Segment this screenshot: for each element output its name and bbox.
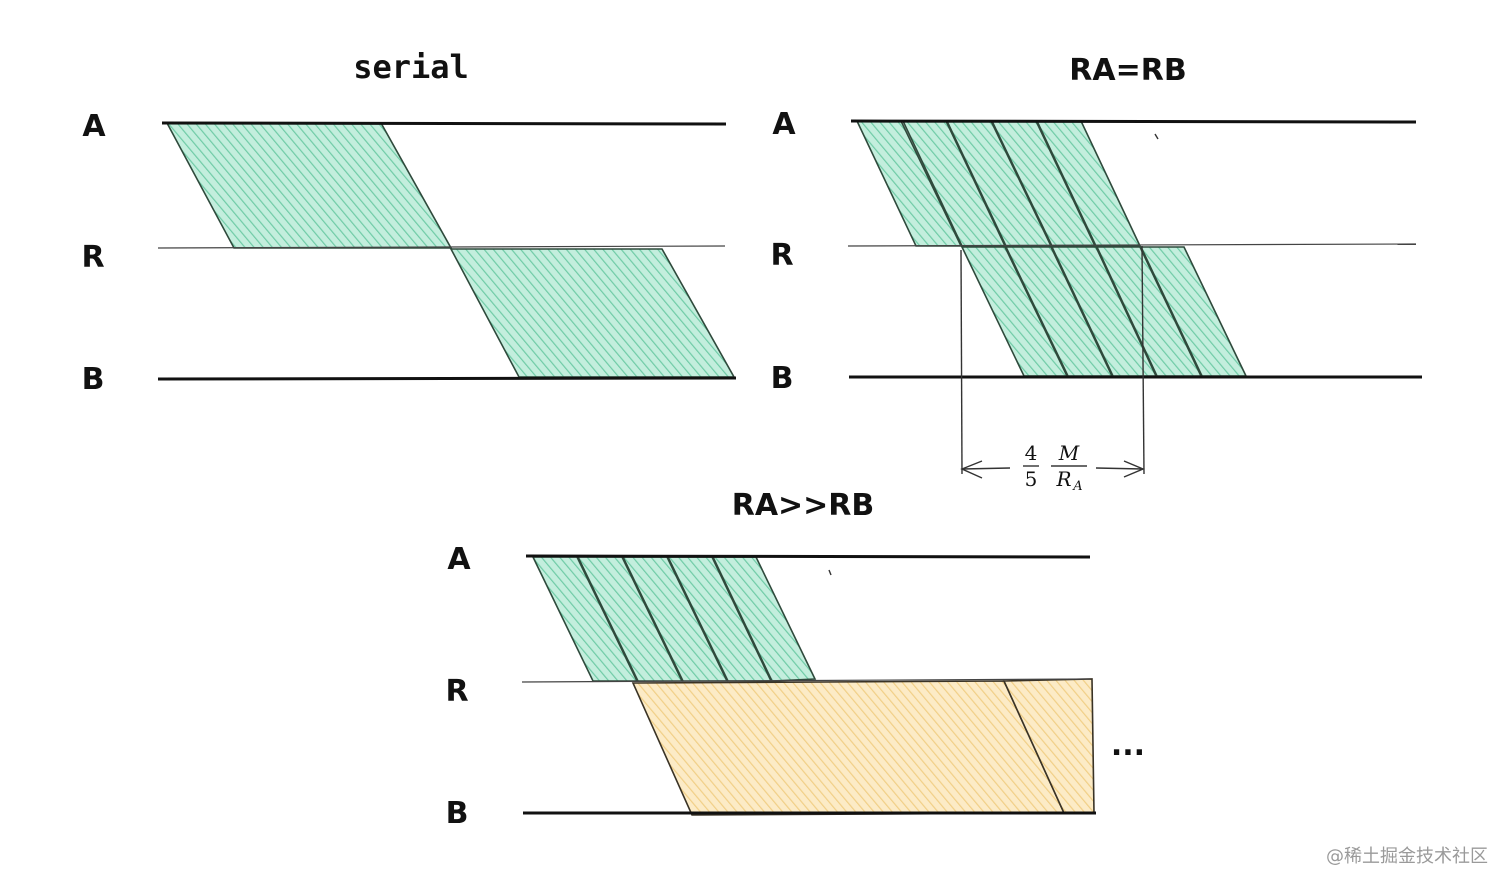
lane-label-a: A <box>447 542 471 577</box>
duration-dimension: 4 5 M R A <box>960 245 1145 494</box>
dimension-arrow-right-head <box>1123 460 1145 478</box>
lane-line-a <box>525 554 1091 559</box>
transfer-block-r-to-b <box>449 248 736 378</box>
dimension-arrow-right-shaft <box>1095 467 1144 470</box>
lane-label-r: R <box>81 240 104 275</box>
lane-label-b: B <box>82 362 105 397</box>
lane-label-a: A <box>82 109 106 144</box>
lane-line-a <box>161 121 727 126</box>
variable-numerator: M <box>1058 441 1080 465</box>
lane-line-r <box>847 243 1417 247</box>
lane-label-b: B <box>771 361 794 396</box>
variable-denominator-subscript: A <box>1072 479 1082 494</box>
variable-denominator: R <box>1055 467 1071 491</box>
fraction-denominator: 5 <box>1025 467 1038 491</box>
fraction-numerator: 4 <box>1025 441 1038 465</box>
dimension-extension-right <box>1141 245 1145 475</box>
panel-ra-equals-rb: RA=RB A R B 4 5 <box>770 53 1422 494</box>
stray-mark <box>828 569 832 576</box>
lane-label-b: B <box>446 796 469 831</box>
stray-mark <box>1154 133 1159 140</box>
lane-label-r: R <box>770 238 793 273</box>
lane-line-a <box>850 119 1417 124</box>
panel-serial: serial A R B <box>81 48 737 397</box>
lane-label-r: R <box>445 674 468 709</box>
panel-ra-much-greater-rb: RA>>RB A R B ... <box>445 488 1145 831</box>
continuation-ellipsis: ... <box>1111 728 1145 763</box>
lane-label-a: A <box>772 107 796 142</box>
dimension-arrow-left-shaft <box>961 467 1011 470</box>
lane-line-r <box>521 678 1091 683</box>
lane-line-r <box>157 245 726 249</box>
panel-title: RA=RB <box>1069 53 1186 88</box>
dimension-arrow-left-head <box>960 460 983 479</box>
slow-chunk-r-to-b-1 <box>631 680 1066 816</box>
watermark-text: @稀土掘金技术社区 <box>1326 846 1488 867</box>
panel-title: serial <box>353 48 469 86</box>
dimension-extension-left <box>960 249 963 475</box>
lane-line-b <box>157 376 737 381</box>
panel-title: RA>>RB <box>732 488 875 523</box>
duration-formula: 4 5 M R A <box>1023 441 1087 494</box>
transfer-block-a-to-r <box>165 122 453 249</box>
